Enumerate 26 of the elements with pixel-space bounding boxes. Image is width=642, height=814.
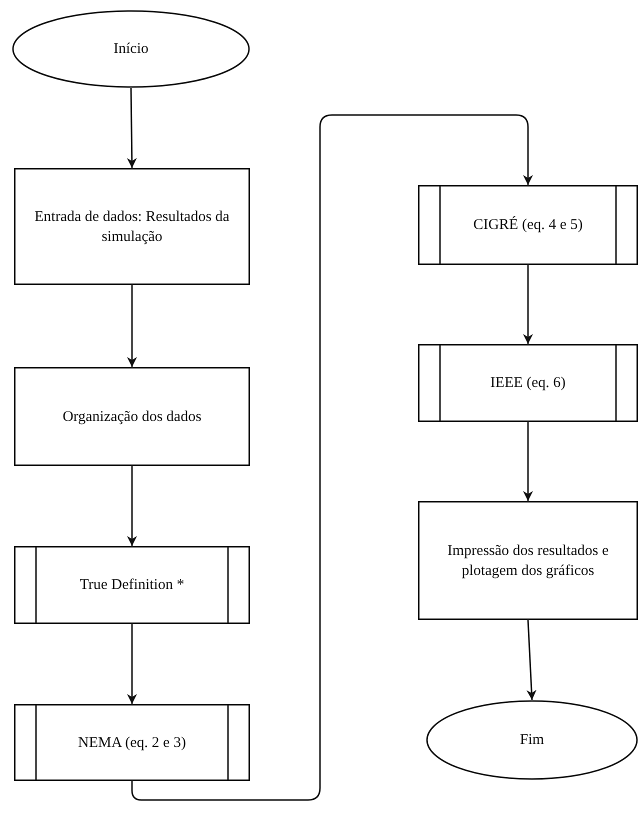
node-label: True Definition * (80, 576, 184, 595)
node-label: CIGRÉ (eq. 4 e 5) (473, 215, 583, 235)
node-label: Fim (520, 731, 544, 750)
node-label: IEEE (eq. 6) (490, 374, 566, 393)
subprocess-box (418, 344, 638, 422)
subprocess-box (14, 546, 250, 624)
process-box (14, 367, 250, 466)
process-box (14, 168, 250, 285)
arrow (526, 620, 536, 700)
terminator-ellipse (426, 700, 638, 780)
node-label: Impressão dos resultados e plotagem dos gráficos (446, 542, 610, 580)
subprocess-box (14, 704, 250, 781)
arrow (127, 624, 137, 704)
terminator-ellipse (12, 10, 250, 88)
node-label: Início (114, 40, 148, 59)
arrow (131, 114, 533, 801)
subprocess-box (418, 185, 638, 265)
arrow (127, 466, 137, 546)
arrow (523, 422, 533, 501)
arrow (523, 265, 533, 344)
node-label: Organização dos dados (62, 408, 202, 426)
arrow (126, 88, 137, 168)
node-label: Entrada de dados: Resultados da simulação (34, 208, 230, 246)
process-box (418, 501, 638, 620)
node-label: NEMA (eq. 2 e 3) (78, 734, 186, 752)
arrow (127, 285, 137, 367)
